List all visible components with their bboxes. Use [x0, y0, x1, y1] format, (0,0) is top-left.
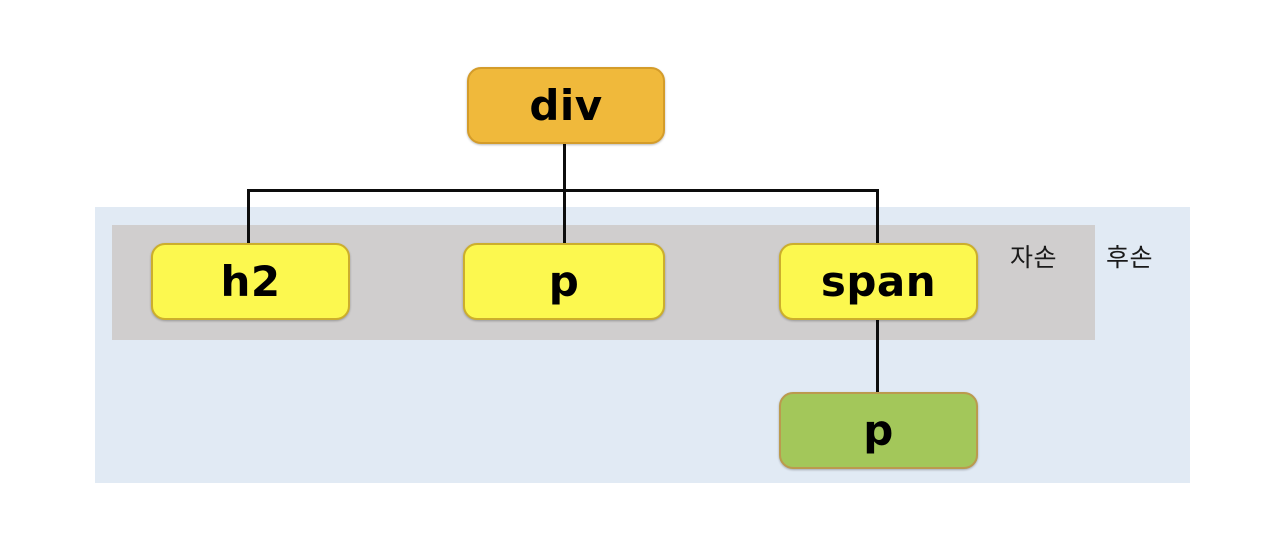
region-label-child: 자손: [1010, 243, 1058, 272]
region-label-descendant: 후손: [1106, 243, 1154, 272]
node-p-grandchild[interactable]: p: [779, 392, 978, 469]
node-h2[interactable]: h2: [151, 243, 350, 320]
node-div[interactable]: div: [467, 67, 665, 144]
node-span[interactable]: span: [779, 243, 978, 320]
node-p[interactable]: p: [463, 243, 665, 320]
